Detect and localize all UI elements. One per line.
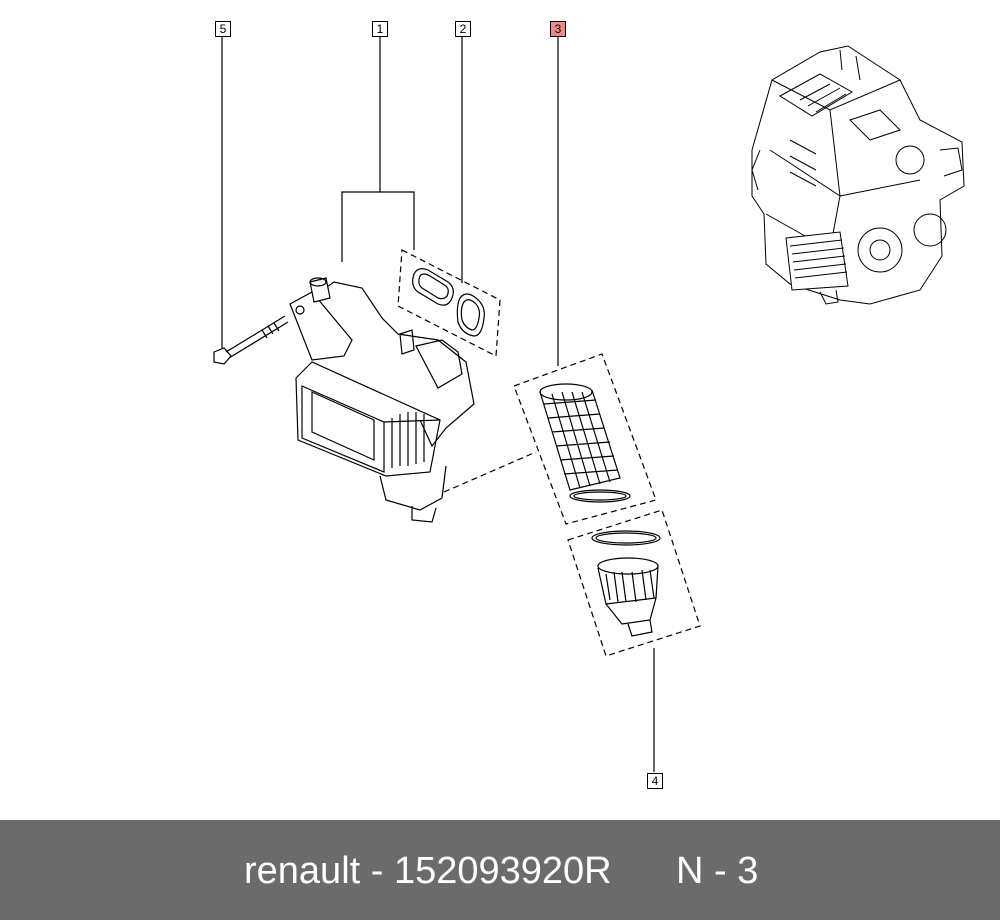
filter-cap-box <box>567 509 701 657</box>
callout-5[interactable]: 5 <box>215 21 231 37</box>
leader-line-1 <box>341 36 381 262</box>
filter-element <box>539 383 631 503</box>
diagram-drawing <box>213 36 965 772</box>
gasket-group-box <box>397 249 501 357</box>
engine-overview-illustration <box>751 45 965 305</box>
assembly-dashed-line <box>443 451 537 493</box>
bolt <box>213 315 289 365</box>
callout-2[interactable]: 2 <box>455 21 471 37</box>
callout-4[interactable]: 4 <box>647 773 663 789</box>
callout-1[interactable]: 1 <box>372 21 388 37</box>
filter-element-box <box>513 353 657 525</box>
diagram-reference: N - 3 <box>676 850 759 892</box>
filter-cap <box>591 530 661 637</box>
oil-cooler-housing <box>289 277 475 523</box>
callout-3[interactable]: 3 <box>550 21 566 37</box>
parts-diagram: 5 1 2 3 4 <box>213 21 965 789</box>
leader-line-1b <box>380 191 415 250</box>
gasket-2 <box>456 293 485 337</box>
footer-bar: renault - 152093920R N - 3 <box>0 820 1000 920</box>
gasket-1 <box>412 268 454 306</box>
part-number-caption: renault - 152093920R <box>244 850 612 892</box>
